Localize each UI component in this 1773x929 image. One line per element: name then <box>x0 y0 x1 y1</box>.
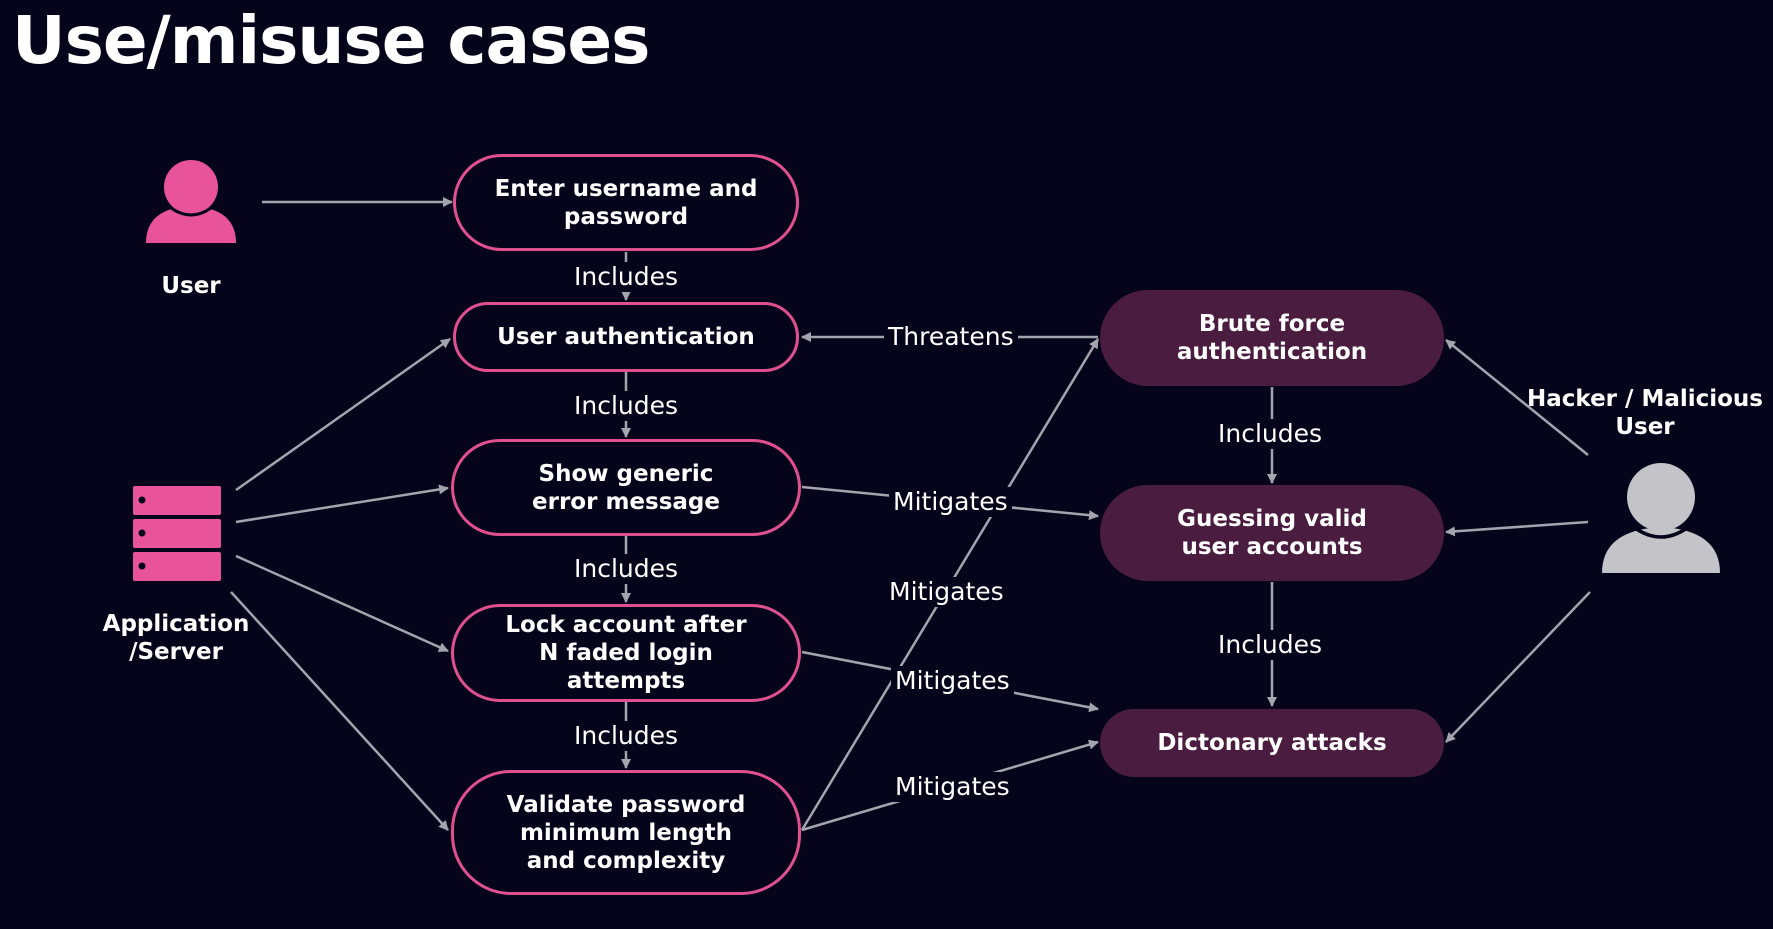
server-actor-label: Application /Server <box>102 611 250 665</box>
use-case-user-authentication: User authentication <box>453 302 799 372</box>
relation-label-includes: Includes <box>1214 419 1327 449</box>
relation-label-mitigates: Mitigates <box>889 487 1012 517</box>
hacker-actor-label: Hacker / Malicious User <box>1527 386 1763 440</box>
use-case-enter-credentials: Enter username and password <box>453 154 799 251</box>
use-case-lock-account: Lock account after N faded login attempt… <box>451 604 801 702</box>
page-title: Use/misuse cases <box>12 2 650 79</box>
use-case-label: Enter username and password <box>494 175 758 230</box>
use-case-label: Validate password minimum length and com… <box>506 791 746 874</box>
use-case-label: User authentication <box>497 324 755 350</box>
arrow-server-validate <box>230 591 449 831</box>
relation-label-includes: Includes <box>570 554 683 584</box>
relation-label-mitigates: Mitigates <box>891 666 1014 696</box>
user-actor-label: User <box>161 273 221 299</box>
arrow-server-lock <box>235 554 449 653</box>
hacker-actor-icon <box>1602 463 1720 573</box>
relation-label-mitigates: Mitigates <box>891 772 1014 802</box>
relation-label-threatens: Threatens <box>884 322 1018 352</box>
misuse-case-label: Brute force authentication <box>1176 311 1368 365</box>
relation-label-includes: Includes <box>570 391 683 421</box>
misuse-case-brute-force: Brute force authentication <box>1100 290 1444 386</box>
use-case-generic-error: Show generic error message <box>451 439 801 536</box>
misuse-case-label: Dictonary attacks <box>1157 730 1387 756</box>
relation-label-includes: Includes <box>1214 630 1327 660</box>
misuse-case-label: Guessing valid user accounts <box>1177 506 1367 560</box>
use-case-validate-password: Validate password minimum length and com… <box>451 770 801 895</box>
relation-label-mitigates: Mitigates <box>885 577 1008 607</box>
arrow-hacker-brute <box>1445 339 1589 456</box>
relation-label-includes: Includes <box>570 262 683 292</box>
use-case-label: Lock account after N faded login attempt… <box>505 612 747 694</box>
misuse-case-guessing-accounts: Guessing valid user accounts <box>1100 485 1444 581</box>
relation-label-includes: Includes <box>570 721 683 751</box>
arrow-server-auth <box>235 337 451 492</box>
user-actor-icon <box>146 160 236 243</box>
arrow-hacker-dict <box>1445 591 1591 743</box>
arrow-server-error <box>235 484 449 524</box>
misuse-case-dictionary-attacks: Dictonary attacks <box>1100 709 1444 777</box>
use-case-label: Show generic error message <box>532 460 720 515</box>
arrow-hacker-guess <box>1445 520 1589 537</box>
server-icon <box>133 486 221 581</box>
